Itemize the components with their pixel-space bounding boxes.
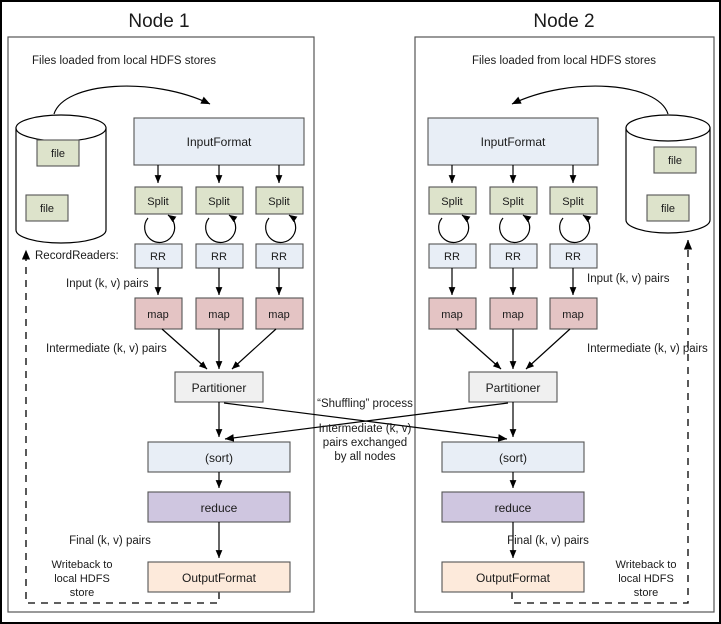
node-1-map-3-label: map	[268, 309, 289, 321]
node-2-split-1	[428, 186, 477, 215]
shuffling-process-label: “Shuffling” process	[317, 398, 413, 410]
node-2-title: Node 2	[533, 11, 594, 32]
node-1-output-format-label: OutputFormat	[182, 571, 257, 585]
node-1-split-1-label: Split	[147, 196, 168, 208]
node-2-input-pairs-label: Input (k, v) pairs	[587, 273, 670, 285]
node-2-sort-label: (sort)	[499, 451, 527, 465]
node-2-load-arrow	[511, 85, 669, 115]
node-1-rr-2	[195, 243, 244, 269]
node-1-rr-3-label: RR	[271, 251, 287, 263]
node-1-file-2	[25, 194, 69, 222]
node-2-split-1-label: Split	[441, 196, 462, 208]
node-1-reduce-label: reduce	[201, 501, 238, 515]
node-2-split-3-label: Split	[562, 196, 583, 208]
node-2-map-3	[549, 297, 598, 330]
node-2-sort-box	[441, 441, 585, 473]
node-2-map-1-label: map	[441, 309, 462, 321]
shuffle-arrow-node2-to-node1	[224, 402, 509, 442]
node-1-sort-label: (sort)	[205, 451, 233, 465]
node-1-file-1	[36, 139, 80, 167]
node-2-partitioner-box	[468, 371, 558, 403]
node-2-rr-2-label: RR	[505, 251, 521, 263]
node-2-files-loaded-label: Files loaded from local HDFS stores	[472, 55, 656, 67]
node-1-reduce-box	[147, 491, 291, 523]
node-2-map-1-to-partitioner-arrow	[455, 328, 502, 370]
node-2-writeback-line-2: local HDFS	[618, 573, 674, 585]
node-1-files-loaded-label: Files loaded from local HDFS stores	[32, 55, 216, 67]
node-1-writeback-line-2: local HDFS	[54, 573, 110, 585]
node-2-final-pairs-label: Final (k, v) pairs	[507, 535, 589, 547]
node-2-output-format-box	[441, 561, 585, 593]
node-1-writeback-line-1: Writeback to	[52, 559, 113, 571]
node-1-map-3-to-partitioner-arrow	[231, 328, 277, 370]
node-2-map-2	[489, 297, 538, 330]
node-1-title: Node 1	[128, 11, 189, 32]
shuffle-detail-line-2: pairs exchanged	[323, 437, 407, 449]
node-1-file-1-label: file	[51, 148, 65, 160]
node-1-split-2	[195, 186, 244, 215]
node-2-output-format-label: OutputFormat	[476, 571, 551, 585]
node-2-split-2-label: Split	[502, 196, 523, 208]
node-2-reduce-box	[441, 491, 585, 523]
node-1-final-pairs-label: Final (k, v) pairs	[69, 535, 151, 547]
node-1-split-2-label: Split	[208, 196, 229, 208]
node-1-split-1	[134, 186, 183, 215]
shuffle-detail-line-1: Intermediate (k, v)	[319, 423, 412, 435]
node-1-partitioner-box	[174, 371, 264, 403]
node-1-map-1-to-partitioner-arrow	[161, 328, 208, 370]
node-2-writeback-line-1: Writeback to	[616, 559, 677, 571]
node-2-partitioner-label: Partitioner	[486, 381, 541, 395]
node-2-rr-1-label: RR	[444, 251, 460, 263]
node-1-rr-1-label: RR	[150, 251, 166, 263]
node-1-split-3-label: Split	[268, 196, 289, 208]
node-2-split-2	[489, 186, 538, 215]
node-2-rr-2	[489, 243, 538, 269]
node-1-rr-loop-2	[205, 214, 238, 244]
node-2-split-3	[549, 186, 598, 215]
node-2-map-1	[428, 297, 477, 330]
node-1-rr-2-label: RR	[211, 251, 227, 263]
node-2-map-3-label: map	[562, 309, 583, 321]
node-2-file-2	[646, 194, 690, 222]
node-2-file-2-label: file	[661, 203, 675, 215]
node-1-map-2-label: map	[208, 309, 229, 321]
node-1-writeback-line-3: store	[70, 587, 94, 599]
node-1-split-3	[255, 186, 304, 215]
node-1-input-format-box	[133, 117, 305, 166]
node-2-file-1	[653, 146, 697, 174]
node-2-rr-loop-2	[499, 214, 532, 244]
node-1-writeback-path	[21, 249, 220, 604]
node-2-map-2-label: map	[502, 309, 523, 321]
node-1-rr-loop-3	[265, 214, 298, 244]
node-1-intermediate-label: Intermediate (k, v) pairs	[46, 343, 167, 355]
node-2-writeback-line-3: store	[634, 587, 658, 599]
node-2-rr-loop-3	[559, 214, 592, 244]
node-1-rr-loop-1	[144, 214, 177, 244]
node-1-map-1	[134, 297, 183, 330]
node-1-hdfs-store	[15, 114, 107, 244]
node-1-map-2	[195, 297, 244, 330]
node-1-file-2-label: file	[40, 203, 54, 215]
node-2-reduce-label: reduce	[495, 501, 532, 515]
node-1-output-format-box	[147, 561, 291, 593]
node-2-writeback-path	[511, 239, 693, 604]
node-1-input-pairs-label: Input (k, v) pairs	[66, 278, 149, 290]
node-1-input-format-label: InputFormat	[187, 135, 252, 149]
node-2-input-format-label: InputFormat	[481, 135, 546, 149]
node-2-file-1-label: file	[668, 155, 682, 167]
node-2-intermediate-label: Intermediate (k, v) pairs	[587, 343, 708, 355]
node-2-rr-loop-1	[438, 214, 471, 244]
node-2-map-3-to-partitioner-arrow	[525, 328, 571, 370]
node-1-map-1-label: map	[147, 309, 168, 321]
node-1-recordreaders-label: RecordReaders:	[35, 250, 119, 262]
node-2-rr-3-label: RR	[565, 251, 581, 263]
node-1-partitioner-label: Partitioner	[192, 381, 247, 395]
node-1-map-3	[255, 297, 304, 330]
node-1-load-arrow	[53, 85, 211, 115]
shuffle-detail-line-3: by all nodes	[334, 451, 396, 463]
